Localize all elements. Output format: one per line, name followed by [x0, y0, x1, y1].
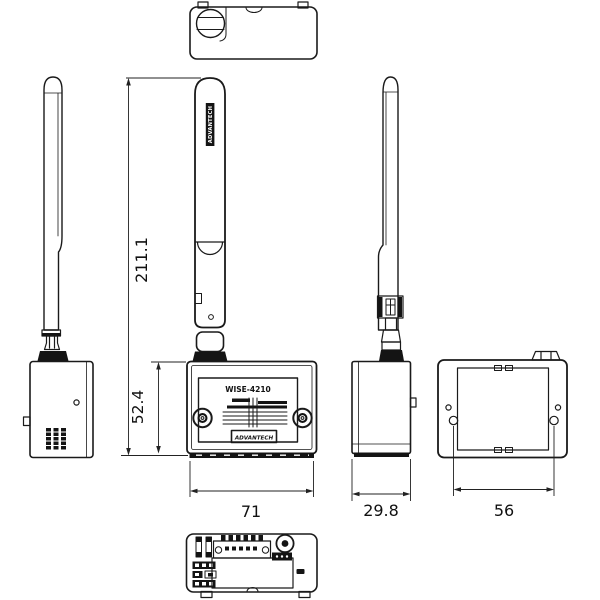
rear-mount-plate: [456, 367, 550, 451]
left-body-vents: [46, 428, 66, 450]
bottom-slot: [296, 569, 305, 574]
top-view-seam: [219, 6, 227, 42]
bottom-foot-right: [298, 590, 311, 599]
top-view-tab-right: [297, 1, 309, 9]
left-body-tab: [22, 416, 31, 427]
antenna-pivot-hole: [208, 314, 214, 320]
left-side-view: [22, 76, 94, 459]
bottom-antenna-connector: [275, 534, 295, 554]
product-model-label: WISE-4210: [225, 385, 271, 394]
mount-screw-left: [192, 407, 213, 429]
rear-antenna-connector: [531, 350, 561, 361]
dimension-body-height: 52.4: [129, 361, 186, 454]
dim-body-height-label: 52.4: [129, 390, 147, 425]
top-view-antenna-mount: [195, 8, 226, 39]
left-body: [22, 360, 94, 459]
top-view-tab-left: [197, 1, 209, 9]
dimension-body-width: 71: [189, 461, 314, 521]
bottom-view: [185, 533, 318, 599]
logo-box: [230, 429, 278, 444]
advantech-logo: ADVANTECH: [234, 436, 274, 442]
bottom-terminal-block: [212, 535, 272, 559]
antenna-brand-plate: [205, 103, 215, 146]
mount-screw-right: [292, 407, 313, 429]
bottom-foot-left: [200, 590, 213, 599]
right-antenna-connector-base: [379, 350, 404, 361]
label-pinout-diagram: [222, 397, 288, 428]
front-antenna-connector-base: [192, 351, 228, 362]
right-body: [351, 360, 417, 457]
top-view-housing: [189, 6, 318, 60]
left-antenna-connector-base: [37, 351, 69, 361]
top-view-notch: [245, 7, 263, 13]
bottom-housing: [185, 533, 318, 593]
top-view-mount-slots: [196, 17, 225, 30]
dim-mount-hole-spacing-label: 56: [494, 501, 514, 520]
right-side-view: [351, 76, 417, 457]
dim-body-width-label: 71: [241, 502, 261, 521]
rear-pilot-hole-right: [554, 404, 562, 411]
antenna-joint-line: [194, 241, 226, 256]
front-antenna-connector: [195, 331, 225, 353]
rear-mount-hole-left: [448, 415, 459, 426]
dimension-total-height: 211.1: [121, 77, 201, 456]
antenna-brand-label: ADVANTECH: [208, 106, 214, 143]
antenna-hinge: [376, 295, 404, 319]
bottom-side-slots: [195, 536, 212, 558]
top-view: [189, 1, 318, 60]
front-terminal-strip: [189, 452, 314, 458]
front-antenna: ADVANTECH: [192, 77, 228, 362]
left-antenna: [37, 76, 69, 361]
left-antenna-connector-neck: [43, 335, 61, 351]
rear-mount-hole-right: [549, 415, 559, 426]
dim-total-height-label: 211.1: [132, 237, 151, 283]
rear-housing: [437, 359, 568, 459]
rear-view: [437, 350, 568, 459]
bottom-panel: [211, 557, 294, 589]
bottom-notch: [246, 587, 259, 592]
bottom-connector: [272, 552, 292, 561]
front-body: WISE-4210 ADVANTECH: [186, 360, 318, 458]
dimension-mount-hole-spacing: 56: [453, 426, 555, 520]
bottom-dip-switches: [192, 561, 217, 588]
dim-body-depth-label: 29.8: [363, 501, 399, 520]
front-view: ADVANTECH WISE-4210 ADVANTECH: [186, 77, 318, 458]
dimension-body-depth: 29.8: [351, 459, 411, 520]
right-body-tab: [409, 397, 417, 408]
antenna-step: [194, 293, 202, 304]
rear-pilot-hole-left: [445, 404, 452, 411]
left-body-hole: [73, 399, 80, 406]
right-antenna: [376, 76, 404, 361]
